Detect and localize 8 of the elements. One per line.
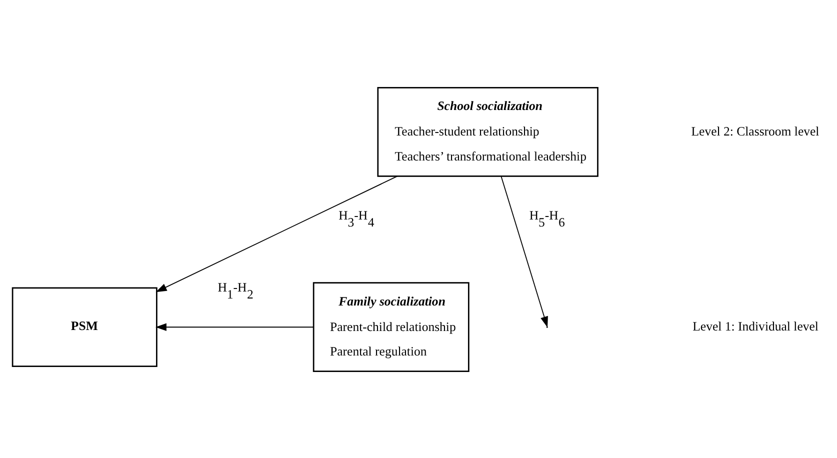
node-box: Family socialization Parent-child relationship Parental regulation	[312, 282, 470, 372]
label: Level 2: Classroom level	[691, 124, 820, 138]
node-box: PSM	[12, 286, 158, 367]
arrow	[156, 175, 398, 292]
label: Level 1: Individual level	[692, 318, 818, 333]
node-box: School socialization Teacher-student relationship Teachers’ transformational leadership	[377, 86, 598, 176]
arrow	[500, 175, 548, 327]
arrow	[156, 322, 314, 330]
